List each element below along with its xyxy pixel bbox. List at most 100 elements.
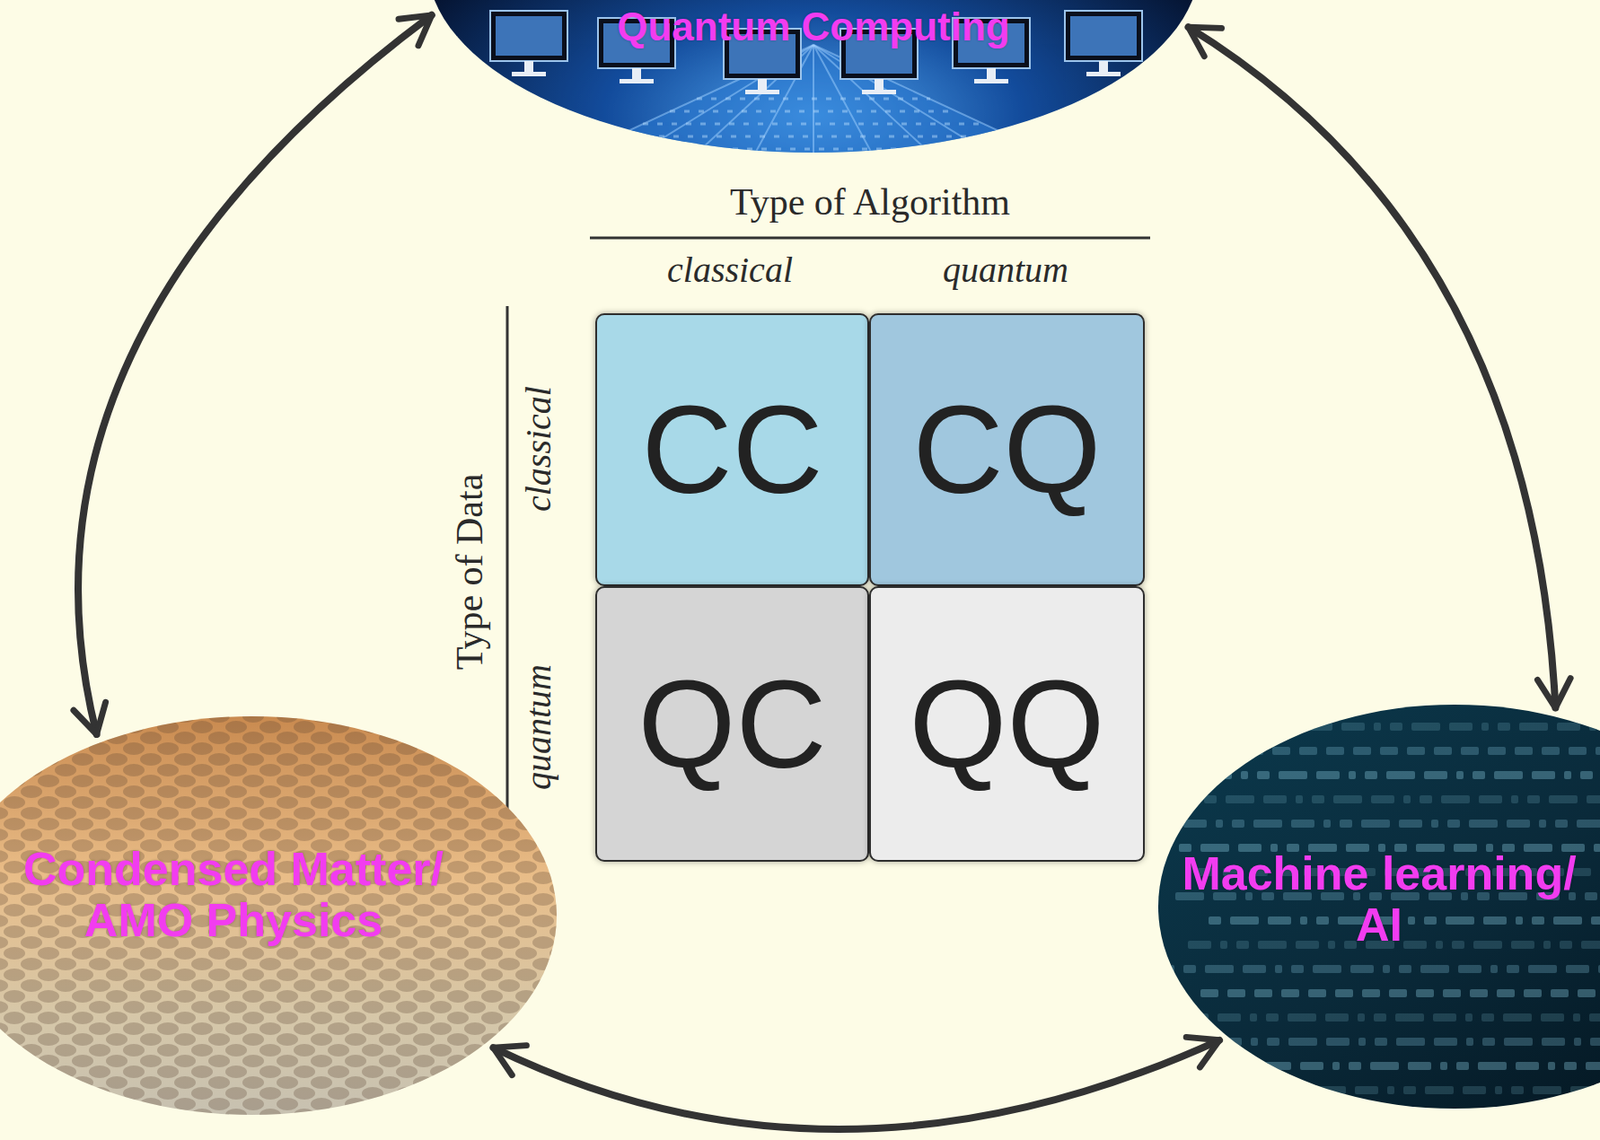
column-header: classical: [667, 250, 793, 291]
illustration-part: [1171, 1086, 1179, 1095]
illustration-part: [1254, 989, 1273, 998]
illustration-part: [1581, 940, 1600, 950]
illustration-part: [1191, 747, 1210, 756]
illustration-part: [1469, 989, 1488, 998]
illustration-part: [1477, 1062, 1507, 1071]
illustration-part: [1267, 916, 1292, 925]
topic-title: Machine learning/ AI: [1167, 848, 1592, 951]
illustration-part: [1481, 1013, 1495, 1022]
illustration-part: [1389, 722, 1403, 731]
illustration-part: [1326, 1037, 1350, 1047]
illustration-part: [1523, 989, 1542, 998]
label-anchor: quantum: [942, 250, 1069, 291]
illustration-part: [1398, 965, 1412, 974]
illustration-part: [1170, 771, 1200, 780]
illustration-part: [1231, 819, 1245, 828]
illustration-part: [1311, 795, 1325, 804]
illustration-part: [1174, 722, 1187, 731]
illustration-part: [1465, 1013, 1473, 1022]
illustration-part: [1435, 940, 1443, 950]
illustration-part: [1316, 771, 1340, 780]
illustration-part: [1064, 10, 1143, 62]
illustration-part: [495, 16, 563, 56]
illustration-part: [1257, 771, 1270, 780]
illustration-part: [1420, 965, 1450, 974]
illustration-part: [1483, 916, 1507, 925]
illustration-part: [1519, 722, 1548, 731]
label-anchor: Type of Data: [448, 474, 491, 671]
illustration-part: [1573, 1013, 1581, 1022]
illustration-part: [1295, 795, 1303, 804]
illustration-part: [1547, 1062, 1556, 1071]
illustration-part: [1403, 940, 1427, 950]
illustration-part: [1550, 989, 1569, 998]
illustration-part: [1478, 795, 1503, 804]
illustration-part: [1511, 940, 1535, 950]
illustration-part: [1348, 771, 1356, 780]
illustration-part: [1353, 747, 1372, 756]
illustration-part: [1218, 747, 1237, 756]
illustration-part: [1265, 722, 1274, 731]
illustration-part: [1440, 1062, 1448, 1071]
illustration-part: [974, 79, 1009, 84]
illustration-part: [1389, 989, 1407, 998]
illustration-part: [1303, 722, 1333, 731]
illustration-part: [1335, 989, 1354, 998]
illustration-part: [1415, 989, 1434, 998]
illustration-part: [1532, 1086, 1562, 1095]
illustration-part: [1281, 989, 1300, 998]
illustration-part: [1590, 1037, 1600, 1047]
illustration-part: [1568, 747, 1587, 756]
illustration-part: [1373, 1013, 1387, 1022]
illustration-part: [1341, 722, 1365, 731]
curved-arrow: [78, 15, 432, 735]
illustration-part: [0, 716, 557, 1116]
illustration-part: [1218, 1037, 1242, 1047]
illustration-part: [1208, 916, 1222, 925]
label-anchor: classical: [518, 386, 559, 512]
illustration-part: [1192, 1062, 1216, 1071]
illustration-part: [1350, 965, 1374, 974]
illustration-part: [1506, 819, 1530, 828]
illustration-part: [1370, 1062, 1399, 1071]
illustration-part: [1580, 771, 1593, 780]
cell-code: QQ: [909, 661, 1106, 788]
illustration-part: [1317, 1086, 1346, 1095]
illustration-part: [1447, 819, 1460, 828]
illustration-part: [1548, 795, 1578, 804]
illustration-part: [1380, 747, 1398, 756]
curved-arrow: [1188, 26, 1557, 709]
illustration-part: [1167, 965, 1175, 974]
illustration-part: [1395, 1013, 1425, 1022]
illustration-part: [1240, 1062, 1254, 1071]
topic-title: Quantum Computing: [544, 5, 1083, 49]
illustration-part: [1295, 940, 1319, 950]
illustration-part: [642, 123, 985, 126]
illustration-part: [1300, 1062, 1324, 1071]
illustration-part: [1433, 1037, 1458, 1047]
illustration-part: [1362, 989, 1381, 998]
illustration-part: [1265, 1013, 1279, 1022]
illustration-part: [874, 79, 884, 90]
illustration-part: [1487, 747, 1506, 756]
illustration-part: [1541, 747, 1560, 756]
illustration-part: [1515, 916, 1523, 925]
illustration-part: [1162, 843, 1170, 853]
illustration-part: [1291, 819, 1315, 828]
illustration-part: [1282, 722, 1295, 731]
illustration-part: [757, 79, 767, 90]
illustration-part: [1403, 795, 1411, 804]
axis-title: Type of Algorithm: [729, 181, 1011, 223]
illustration-part: [1312, 965, 1342, 974]
illustration-part: [1458, 965, 1482, 974]
label-anchor: classical: [667, 250, 793, 291]
illustration-part: [1288, 1037, 1318, 1047]
illustration-part: [1441, 795, 1470, 804]
illustration-part: [1419, 795, 1433, 804]
illustration-part: [1411, 722, 1441, 731]
illustration-part: [696, 97, 931, 101]
row-header: quantum: [518, 664, 559, 791]
illustration-part: [1249, 1013, 1258, 1022]
illustration-part: [1460, 747, 1479, 756]
